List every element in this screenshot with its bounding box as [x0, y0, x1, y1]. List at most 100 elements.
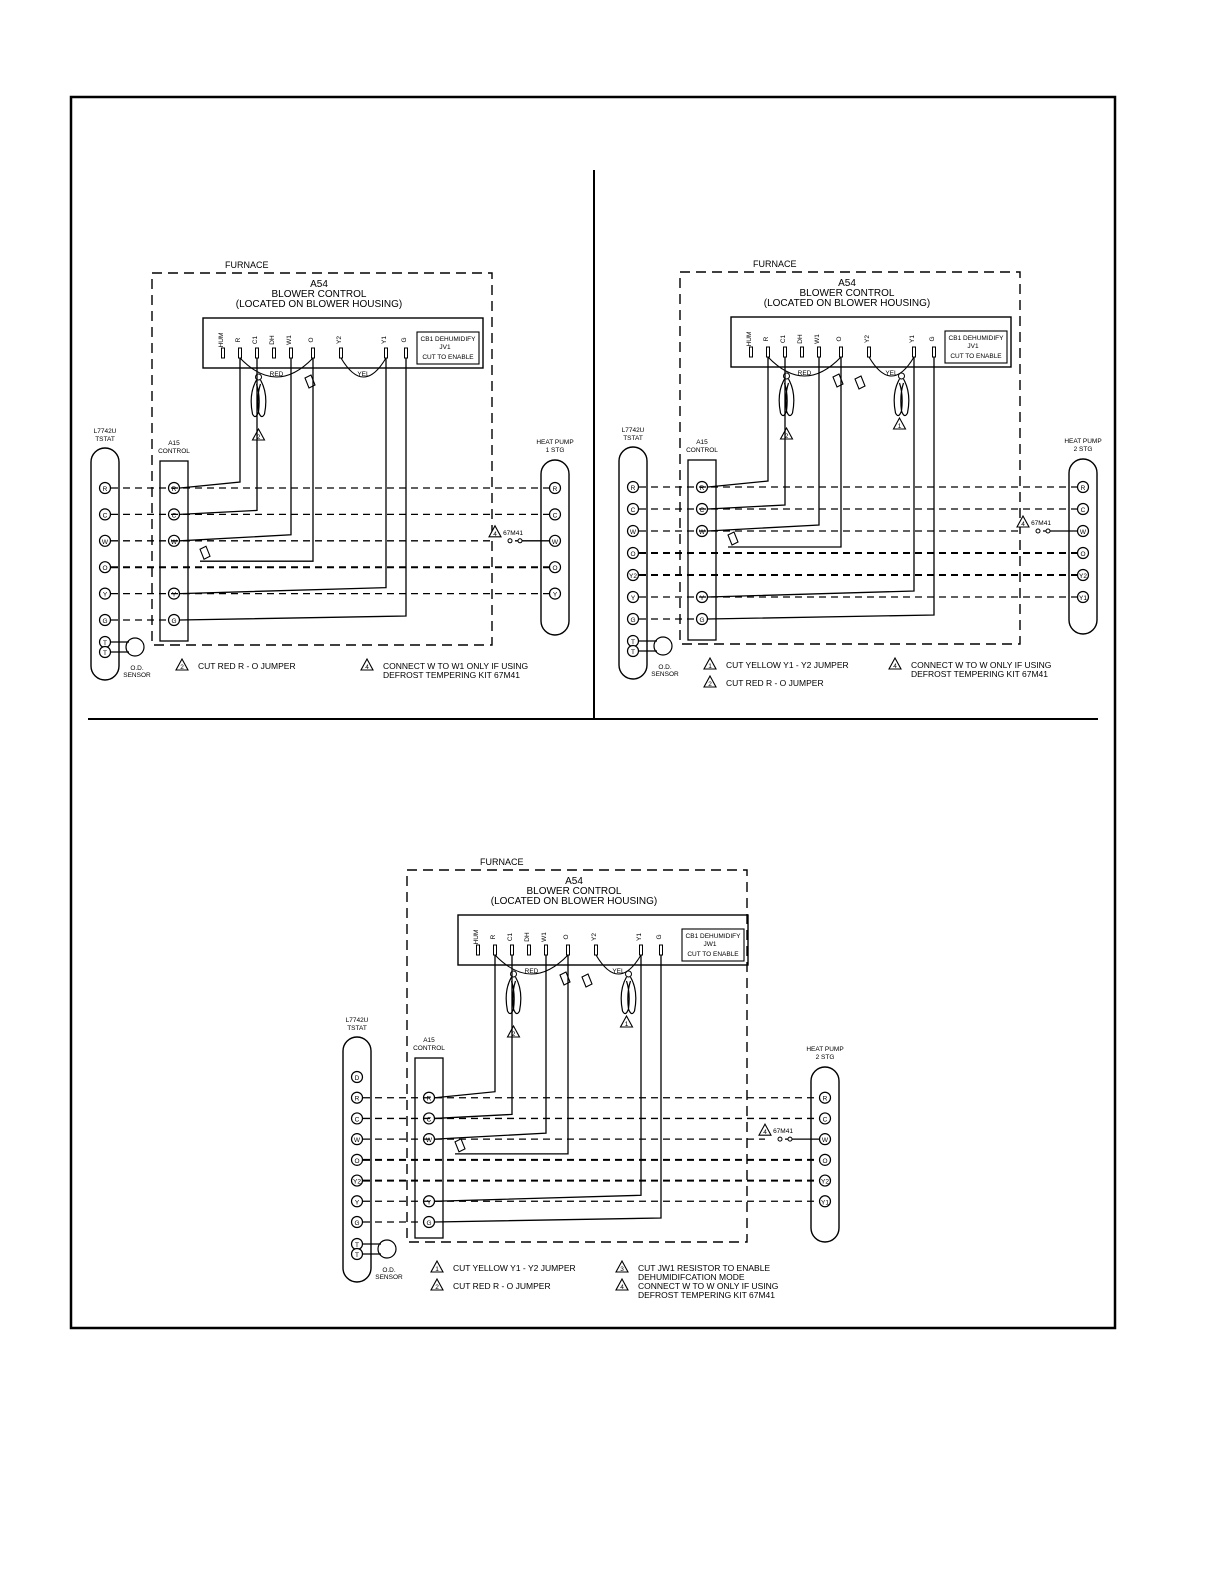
wire-r — [179, 358, 241, 489]
tstat-model: L7742U — [346, 1017, 369, 1024]
tstat-terminal-y2-label: Y2 — [353, 1179, 361, 1186]
note-1-marker-num: 1 — [708, 663, 712, 670]
control-subtitle: BLOWER CONTROL — [526, 886, 621, 897]
kit-label: 67M41 — [503, 530, 523, 537]
a15-terminal-r-label: R — [172, 486, 177, 493]
wire-o — [455, 955, 569, 1155]
terminal-hum — [221, 347, 225, 359]
note-2-marker — [703, 674, 717, 688]
tstat-terminal-t-label: T — [355, 1252, 359, 1259]
heat-pump-body — [540, 459, 570, 636]
tstat-terminal-o — [626, 546, 640, 560]
wire-cutter-icon — [620, 970, 637, 1015]
wire-g — [707, 357, 935, 620]
note-2-marker — [430, 1277, 444, 1291]
yel-jumper — [868, 356, 915, 377]
furnace-boundary — [679, 271, 1021, 645]
note-2-text: CUT RED R - O JUMPER — [453, 1281, 551, 1291]
terminal-label: G — [929, 336, 936, 341]
terminal-o — [311, 347, 315, 359]
tstat-terminal-c — [98, 508, 112, 521]
yel-jumper — [340, 357, 387, 378]
wire-nut-icon — [854, 375, 866, 390]
control-title: A54 — [565, 876, 583, 887]
note-marker-2-num: 2 — [785, 433, 789, 440]
tstat-terminal-g-label: G — [354, 1220, 359, 1227]
note-4-marker-num: 4 — [893, 663, 897, 670]
wire-c — [707, 357, 786, 510]
a15-control-box — [687, 459, 717, 641]
a15-terminal-g-label: G — [426, 1220, 431, 1227]
hp-terminal-r-label: R — [553, 486, 558, 493]
hp-terminal-y-label: Y — [553, 592, 558, 599]
note-marker-2 — [506, 1024, 521, 1038]
tstat-terminal-o — [98, 561, 112, 574]
note-3-marker — [615, 1259, 629, 1273]
note-4-marker-num: 4 — [365, 664, 369, 671]
a15-terminal-g — [422, 1215, 436, 1229]
tstat-label: TSTAT — [623, 435, 643, 442]
red-jumper — [767, 356, 842, 377]
wire-cutter-icon — [893, 372, 910, 417]
note-2-marker-num: 2 — [708, 681, 712, 688]
tstat-terminal-g-label: G — [630, 617, 635, 624]
terminal-g — [659, 944, 663, 956]
terminal-y1 — [639, 944, 643, 956]
heat-pump-stage: 2 STG — [816, 1054, 835, 1061]
tstat-terminal-o-label: O — [630, 551, 635, 558]
wire-cutter-icon — [250, 373, 267, 418]
blower-control-board — [730, 316, 1012, 368]
sensor-label-2: SENSOR — [123, 672, 151, 679]
a15-subtitle: CONTROL — [158, 448, 190, 455]
tstat-terminal-o — [350, 1153, 364, 1166]
wire-o — [200, 358, 314, 562]
control-location: (LOCATED ON BLOWER HOUSING) — [236, 299, 403, 310]
note-4-text: DEFROST TEMPERING KIT 67M41 — [911, 669, 1048, 679]
terminal-label: Y1 — [636, 933, 643, 941]
hp-terminal-r-label: R — [823, 1096, 828, 1103]
hp-terminal-y1-label: Y1 — [1079, 595, 1087, 602]
terminal-hum — [749, 346, 753, 358]
hp-terminal-o-label: O — [552, 565, 557, 572]
wire-nut-icon — [199, 545, 211, 560]
note-2-text: CUT RED R - O JUMPER — [726, 678, 824, 688]
note-1-text: CUT YELLOW Y1 - Y2 JUMPER — [453, 1263, 576, 1273]
furnace-label: FURNACE — [480, 857, 524, 867]
control-location: (LOCATED ON BLOWER HOUSING) — [764, 298, 931, 309]
dehum-label: CB1 DEHUMIDIFY — [949, 335, 1005, 342]
tstat-terminal-w — [350, 1133, 364, 1146]
control-location: (LOCATED ON BLOWER HOUSING) — [491, 896, 658, 907]
cut-enable-label: CUT TO ENABLE — [950, 353, 1002, 360]
note-4-marker — [360, 657, 374, 671]
note-4-text: CONNECT W TO W1 ONLY IF USING — [383, 661, 528, 671]
hp-terminal-w — [818, 1133, 832, 1146]
a15-title: A15 — [423, 1037, 435, 1044]
wire-y — [179, 358, 387, 595]
red-jumper-label: RED — [525, 968, 539, 975]
thermostat-body — [90, 447, 120, 681]
note-2-marker — [175, 657, 189, 671]
tstat-terminal-d — [350, 1070, 364, 1084]
hp-terminal-r — [1076, 480, 1090, 494]
tstat-terminal-y-label: Y — [631, 595, 636, 602]
heat-pump-body — [810, 1066, 840, 1243]
terminal-label: HUM — [218, 333, 225, 348]
note-marker-4 — [758, 1122, 772, 1136]
tstat-terminal-r — [626, 480, 640, 494]
dehumidify-box — [416, 331, 480, 365]
wire-nut-icon — [581, 973, 593, 988]
note-marker-4-num: 4 — [763, 1129, 767, 1136]
sensor-label: O.D. — [130, 665, 144, 672]
hp-terminal-c-label: C — [553, 512, 558, 519]
note-1-text: CUT YELLOW Y1 - Y2 JUMPER — [726, 660, 849, 670]
hp-terminal-y2-label: Y2 — [1079, 573, 1087, 580]
a15-terminal-g-label: G — [171, 618, 176, 625]
tstat-terminal-y2 — [626, 568, 640, 582]
kit-label: 67M41 — [1031, 520, 1051, 527]
tstat-terminal-y — [350, 1195, 364, 1208]
tstat-terminal-g — [350, 1215, 364, 1229]
kit-switch — [507, 538, 513, 544]
red-jumper-label: RED — [270, 371, 284, 378]
